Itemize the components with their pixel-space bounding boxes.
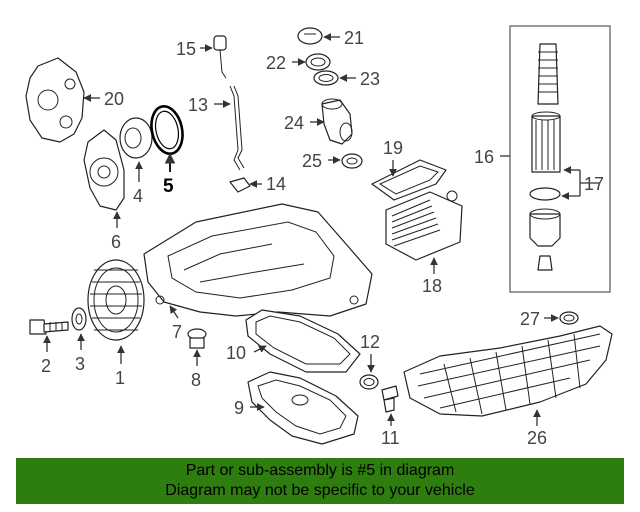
banner-line-1: Part or sub-assembly is #5 in diagram (185, 462, 455, 479)
callout-11[interactable]: 11 (381, 428, 400, 448)
part-8-drain-plug[interactable] (187, 328, 207, 349)
callout-21[interactable]: 21 (344, 28, 364, 48)
callout-3[interactable]: 3 (75, 354, 85, 374)
part-25-seal[interactable] (341, 153, 363, 169)
part-3-washer[interactable] (71, 307, 87, 331)
callout-8[interactable]: 8 (191, 370, 201, 390)
part-16-oil-filter[interactable] (529, 43, 561, 271)
part-22-seal[interactable] (305, 53, 331, 71)
part-18-oil-cooler[interactable] (385, 190, 463, 261)
callout-10[interactable]: 10 (226, 343, 246, 363)
banner-line-2: Diagram may not be specific to your vehi… (165, 482, 475, 499)
part-21-filler-cap[interactable] (297, 27, 323, 45)
notice-banner: Part or sub-assembly is #5 in diagram Di… (16, 458, 624, 504)
callout-25[interactable]: 25 (302, 151, 322, 171)
callout-12[interactable]: 12 (360, 332, 380, 352)
part-9-lower-pan[interactable] (247, 371, 359, 445)
callout-17[interactable]: 17 (584, 174, 604, 194)
leader-7 (169, 305, 179, 319)
callout-19[interactable]: 19 (383, 138, 403, 158)
callout-6[interactable]: 6 (111, 232, 121, 252)
callout-13[interactable]: 13 (188, 95, 208, 115)
part-11-drain-bolt[interactable] (381, 385, 399, 413)
part-26-manifold[interactable] (403, 325, 613, 417)
part-16-filter-box (509, 25, 611, 293)
callout-16[interactable]: 16 (474, 147, 494, 167)
callout-27[interactable]: 27 (520, 309, 540, 329)
part-2-bolt[interactable] (29, 319, 69, 335)
callout-9[interactable]: 9 (234, 398, 244, 418)
part-14-grommet[interactable] (229, 177, 251, 193)
part-19-gasket[interactable] (371, 159, 447, 201)
part-5-o-ring[interactable] (147, 103, 186, 156)
part-13-dipstick-tube[interactable] (229, 85, 245, 171)
callout-14[interactable]: 14 (266, 174, 286, 194)
callout-24[interactable]: 24 (284, 113, 304, 133)
callout-23[interactable]: 23 (360, 69, 380, 89)
callout-2[interactable]: 2 (41, 356, 51, 376)
part-4-seal[interactable] (119, 117, 153, 159)
callout-20[interactable]: 20 (104, 89, 124, 109)
callout-22[interactable]: 22 (266, 53, 286, 73)
part-10-gasket[interactable] (245, 309, 361, 373)
callout-15[interactable]: 15 (176, 39, 196, 59)
callout-7[interactable]: 7 (172, 322, 182, 342)
callout-1[interactable]: 1 (115, 368, 125, 388)
part-23-ring[interactable] (313, 70, 339, 86)
part-7-oil-pan[interactable] (143, 203, 373, 317)
callout-4[interactable]: 4 (133, 186, 143, 206)
part-27-seal-ring[interactable] (559, 311, 579, 325)
part-24-filler-neck[interactable] (321, 98, 353, 145)
part-15-dipstick[interactable] (213, 35, 227, 79)
leader-17-bracket (579, 170, 600, 196)
part-20-timing-cover[interactable] (25, 57, 85, 143)
callout-5[interactable]: 5 (163, 176, 174, 197)
callout-18[interactable]: 18 (422, 276, 442, 296)
part-6-cover-plate[interactable] (83, 129, 125, 211)
part-1-pulley[interactable] (87, 259, 145, 341)
callout-26[interactable]: 26 (527, 428, 547, 448)
part-12-seal-ring[interactable] (359, 374, 379, 390)
leader-10 (253, 345, 267, 353)
